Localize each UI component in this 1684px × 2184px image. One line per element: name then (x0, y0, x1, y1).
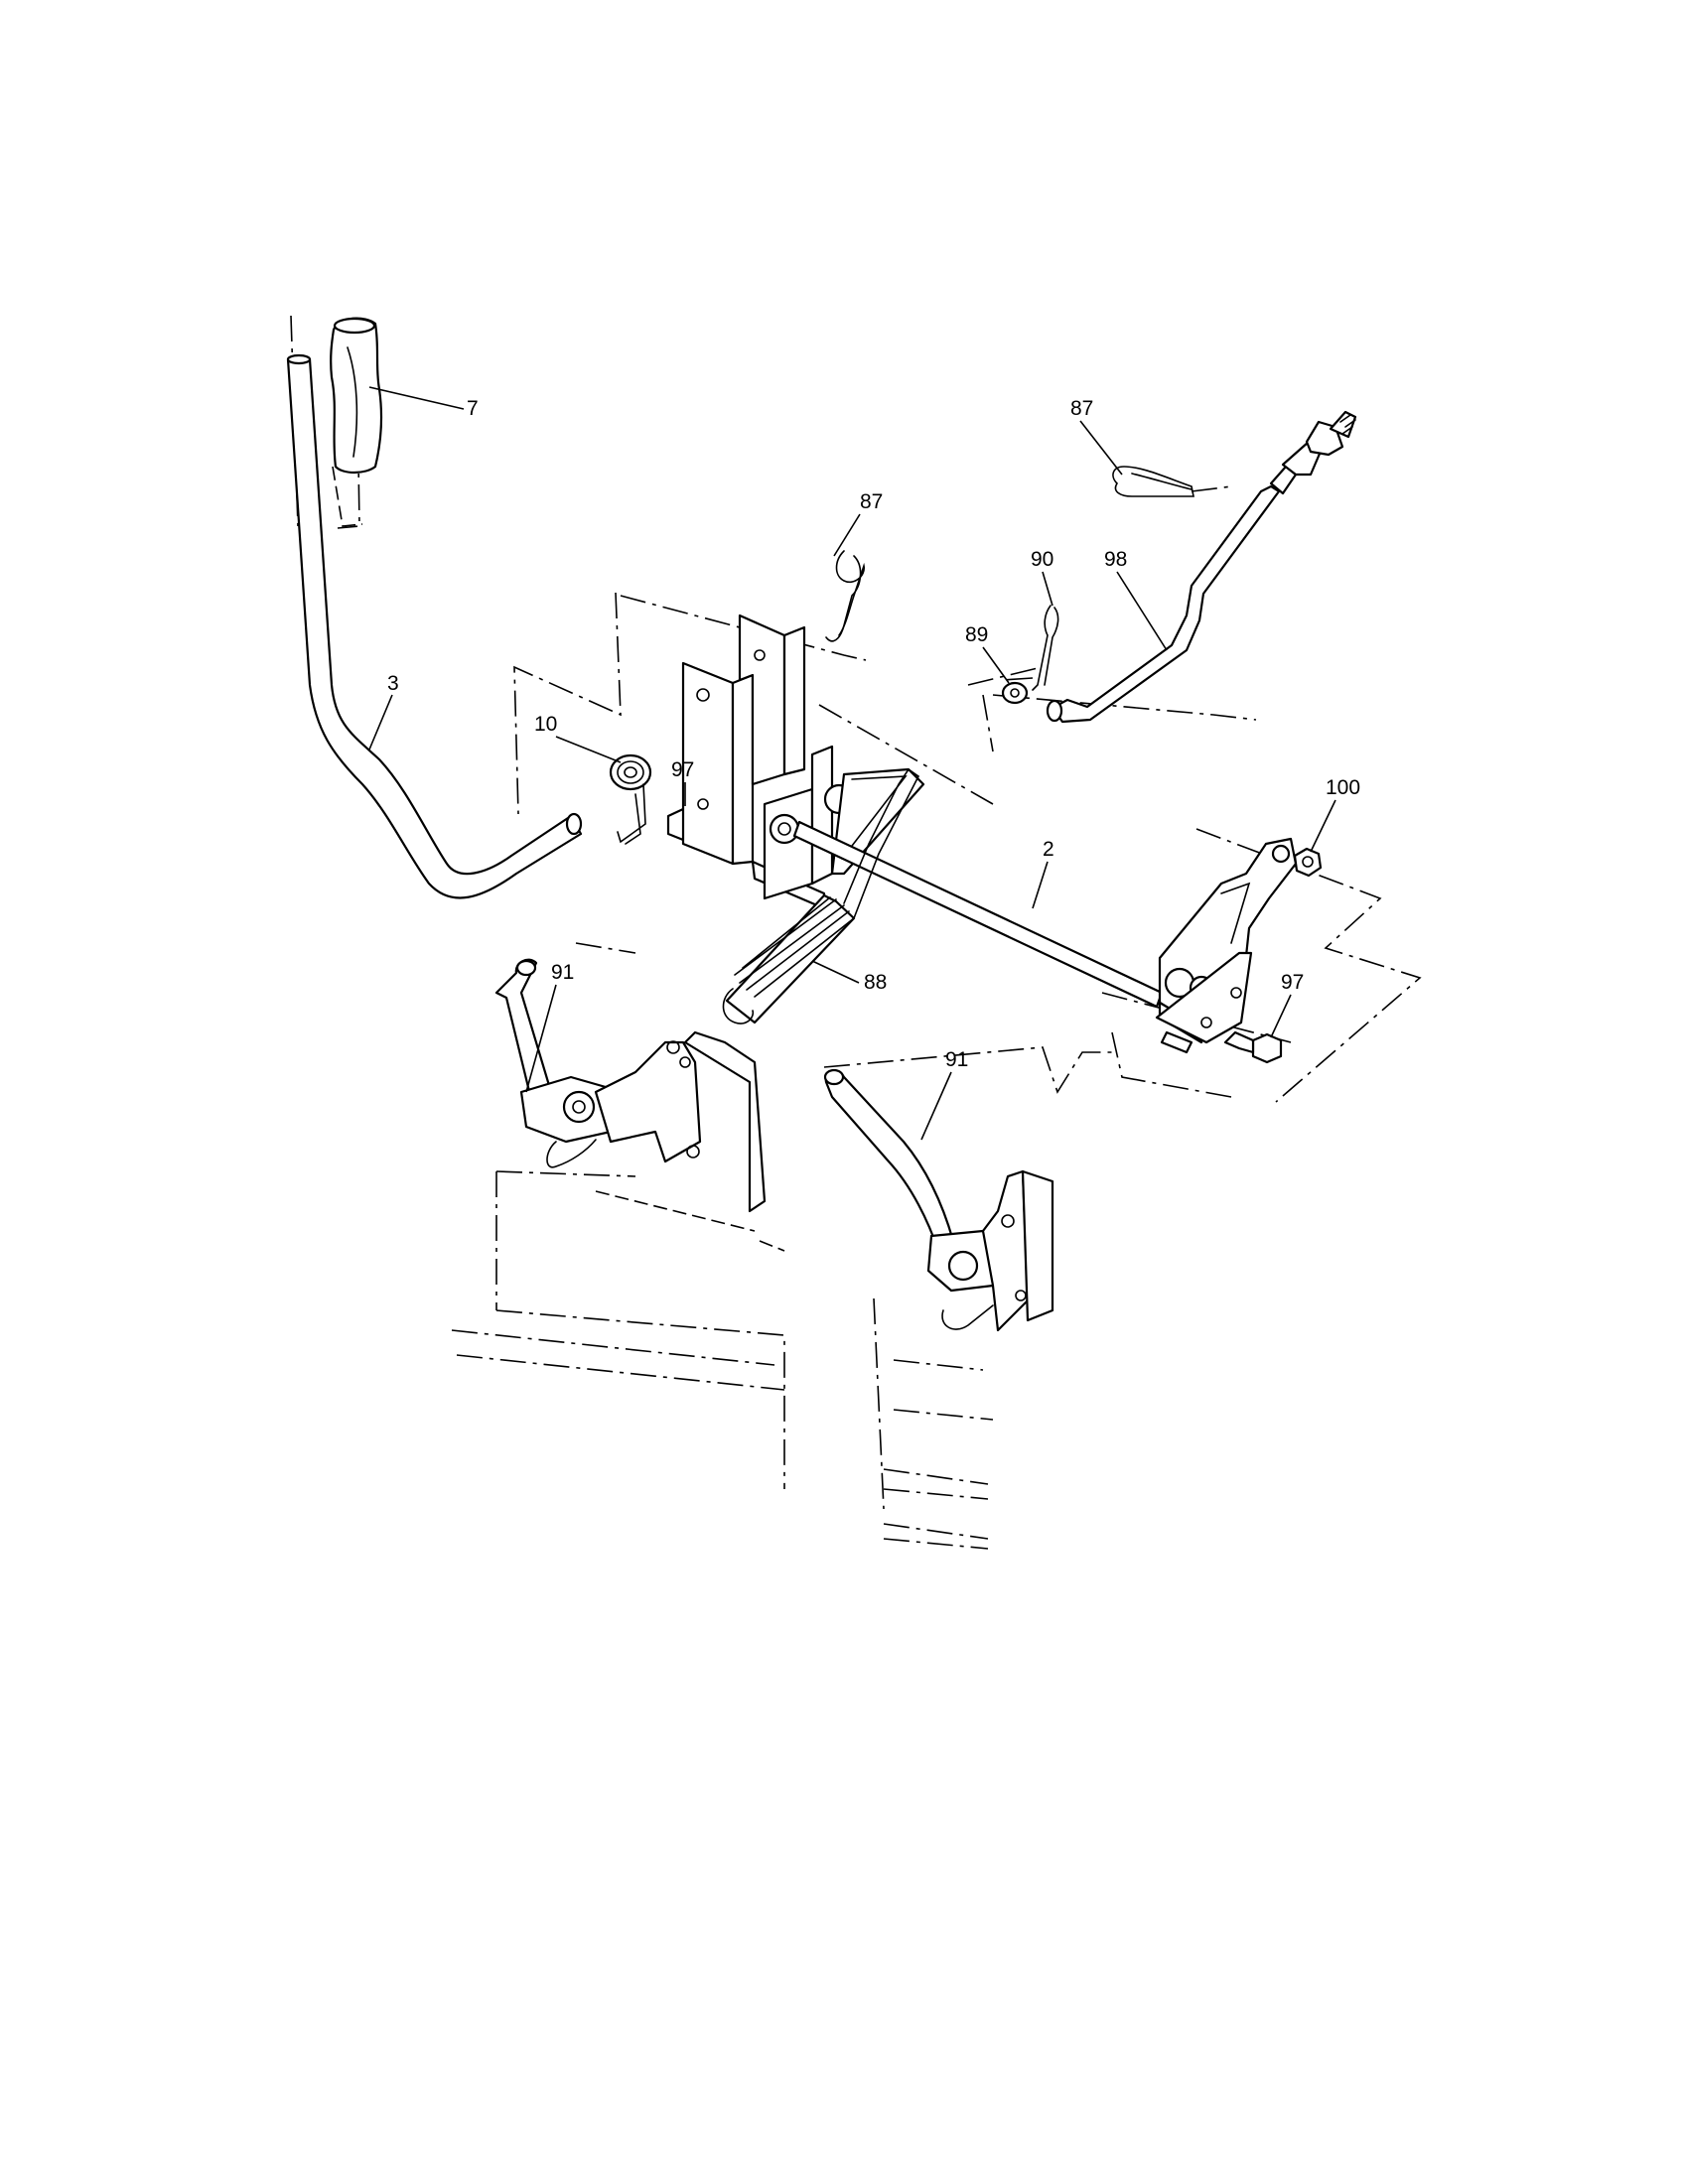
callout-91-left: 91 (551, 961, 574, 984)
leader-lines (368, 386, 1336, 1141)
callout-97-upper: 97 (671, 758, 694, 781)
callout-88: 88 (864, 971, 887, 994)
mower-deck-right (873, 1297, 994, 1550)
callout-90: 90 (1031, 548, 1053, 571)
callout-2: 2 (1043, 838, 1054, 861)
callout-3: 3 (387, 672, 399, 695)
callout-100: 100 (1326, 776, 1360, 799)
mounting-bracket (681, 614, 826, 910)
handle-grip (330, 317, 383, 527)
lift-shaft (792, 820, 1164, 1009)
torsion-spring (609, 753, 652, 845)
lock-nut (1293, 847, 1323, 878)
callout-97-right: 97 (1281, 971, 1304, 994)
right-lift-arm (1155, 837, 1298, 1054)
callout-98: 98 (1104, 548, 1127, 571)
hairpin-clip-right (1112, 466, 1194, 497)
hairpin-clip-upper (825, 550, 865, 642)
callout-89: 89 (965, 623, 988, 646)
callout-7: 7 (467, 397, 479, 420)
callout-87-right: 87 (1070, 397, 1093, 420)
lift-handle-rod (286, 353, 583, 899)
callout-91-right: 91 (945, 1048, 968, 1071)
cotter-clip (1032, 605, 1059, 691)
extension-spring (722, 767, 920, 1024)
chain-lines (290, 315, 1422, 1103)
right-deck-hanger (823, 1068, 1054, 1332)
linkage-rod (1046, 410, 1357, 724)
hex-bolt-right (1223, 1030, 1283, 1064)
callout-10: 10 (534, 713, 557, 736)
left-deck-hanger (494, 958, 767, 1213)
callout-87-upper: 87 (860, 490, 883, 513)
callout-labels: 7 87 87 90 98 89 3 10 97 100 2 91 88 97 … (387, 397, 1360, 1071)
flat-washer (1001, 681, 1029, 705)
mower-deck-left (451, 1170, 785, 1489)
